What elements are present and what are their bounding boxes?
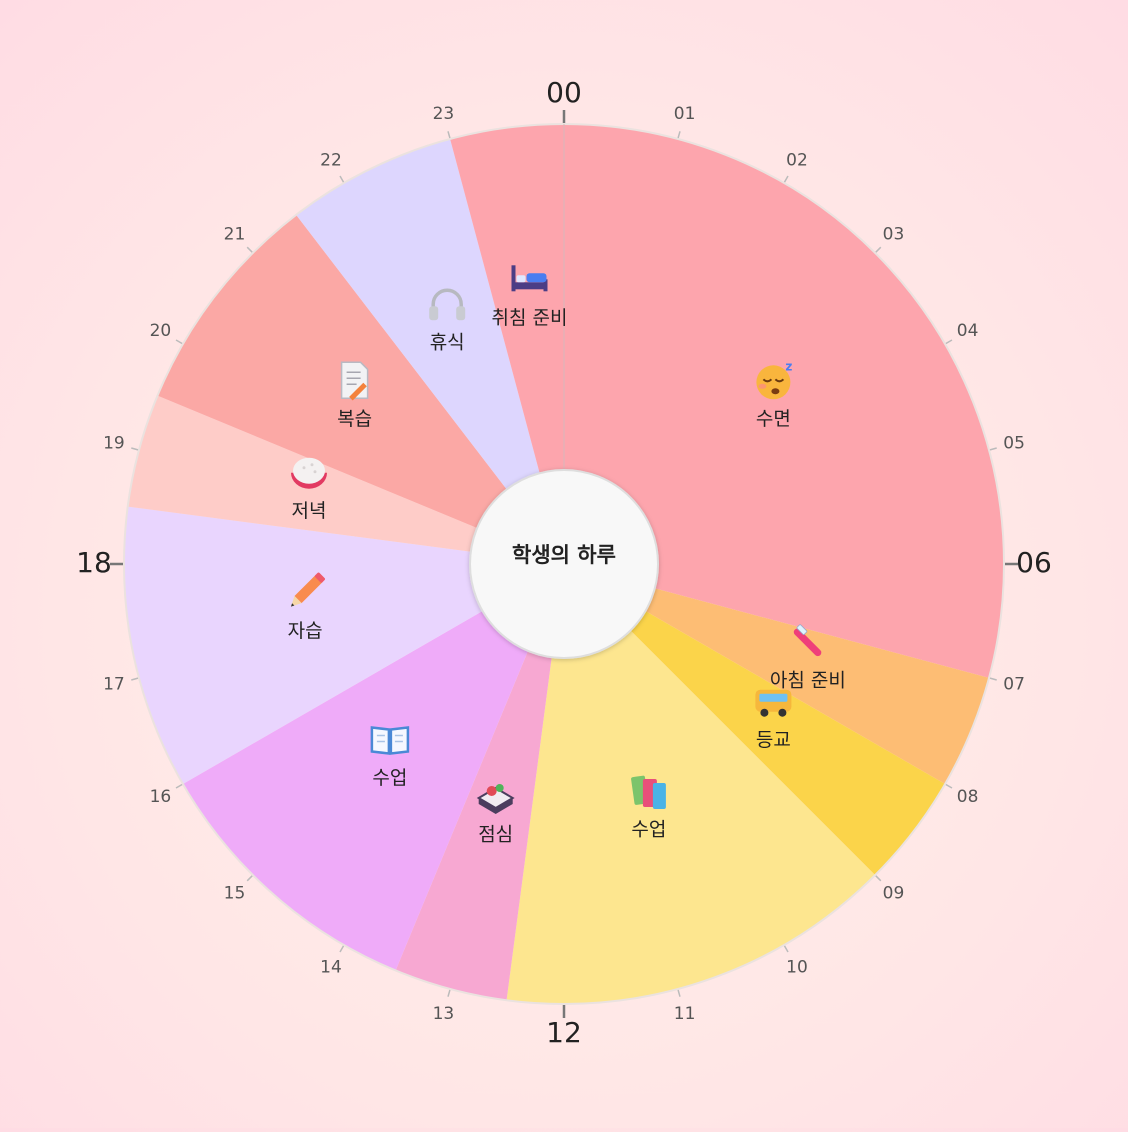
- hour-tick: [131, 447, 139, 451]
- hour-label: 19: [103, 433, 125, 453]
- hour-label: 21: [224, 225, 246, 245]
- segment-label: 수면: [756, 408, 791, 430]
- hour-label: 05: [1003, 433, 1025, 453]
- segment-label: 복습: [337, 408, 372, 430]
- memo-icon: [340, 361, 369, 401]
- bus-icon: [755, 689, 792, 717]
- hour-label-major: 12: [546, 1016, 582, 1049]
- hour-label: 16: [150, 787, 172, 807]
- hour-tick: [339, 945, 345, 953]
- hour-tick: [677, 131, 681, 139]
- rice-bowl-icon: [291, 457, 327, 489]
- hour-tick: [783, 945, 789, 953]
- hour-label-major: 00: [546, 76, 582, 109]
- hour-label: 15: [224, 884, 246, 904]
- hour-tick: [447, 989, 451, 997]
- headphones-icon: [429, 288, 466, 321]
- segment-wedge-2: [564, 564, 946, 876]
- center-hub: [469, 469, 659, 659]
- hour-tick: [447, 131, 451, 139]
- pencil-icon: [290, 572, 325, 607]
- hour-label-major: 06: [1016, 546, 1052, 579]
- hour-label: 22: [320, 150, 342, 170]
- hour-tick: [945, 783, 953, 789]
- segment-wedge-3: [506, 564, 876, 1005]
- segment-wedge-0: [564, 124, 1005, 678]
- bento-icon: [476, 784, 515, 814]
- hour-label: 04: [957, 321, 979, 341]
- hour-ticks: 00 01 02 03 04 05 06 07 08 09 10 11 12 13 14 15 16 17 18 19…: [76, 76, 1052, 1049]
- segment-wedge-5: [182, 564, 564, 971]
- segment-label: 등교: [756, 729, 791, 751]
- bed-icon: [511, 265, 548, 292]
- hour-label: 11: [674, 1004, 696, 1024]
- hour-label: 23: [433, 104, 455, 124]
- segment-wedge-4: [395, 564, 564, 1001]
- hour-label: 07: [1003, 675, 1025, 695]
- hour-tick: [945, 339, 953, 345]
- hour-tick: [175, 339, 183, 345]
- hour-label: 02: [786, 150, 808, 170]
- hour-label: 10: [786, 958, 808, 978]
- hour-tick: [875, 875, 882, 882]
- hour-label: 03: [883, 225, 905, 245]
- hour-tick: [989, 447, 997, 451]
- open-book-icon: [370, 726, 410, 755]
- hour-label: 13: [433, 1004, 455, 1024]
- hour-tick: [677, 989, 681, 997]
- hour-label: 14: [320, 958, 342, 978]
- svg-text:z: z: [785, 359, 792, 373]
- segment-wedge-6: [123, 506, 564, 784]
- segment-wedge-10: [450, 124, 564, 564]
- hour-label: 08: [957, 787, 979, 807]
- hour-tick: [339, 175, 345, 183]
- hour-tick: [875, 246, 882, 253]
- hour-tick: [131, 677, 139, 681]
- hour-label: 17: [103, 675, 125, 695]
- segment-label: 휴식: [430, 332, 465, 354]
- hour-tick: [989, 677, 997, 681]
- hour-label: 20: [150, 321, 172, 341]
- segment-wedge-7: [127, 395, 564, 564]
- segment-label: 저녁: [292, 500, 327, 522]
- hour-label: 09: [883, 884, 905, 904]
- books-icon: [631, 775, 666, 809]
- chart-title: 학생의 하루: [512, 543, 616, 567]
- segment-label: 취침 준비: [492, 307, 568, 329]
- toothbrush-icon: [793, 624, 822, 657]
- segment-wedge-1: [564, 564, 990, 784]
- hour-tick: [783, 175, 789, 183]
- segment-label: 자습: [288, 620, 323, 642]
- segment-label: 아침 준비: [770, 670, 846, 692]
- segments-layer: [123, 124, 1005, 1005]
- hour-tick: [246, 246, 253, 253]
- segment-wedge-9: [296, 138, 564, 565]
- hour-label: 01: [674, 104, 696, 124]
- hour-tick: [246, 875, 253, 882]
- sleeping-face-icon: z: [756, 359, 792, 400]
- segment-label: 수업: [372, 767, 407, 789]
- segment-label: 수업: [631, 819, 666, 841]
- segment-label: 점심: [478, 824, 513, 846]
- hour-tick: [175, 783, 183, 789]
- hour-label-major: 18: [76, 546, 112, 579]
